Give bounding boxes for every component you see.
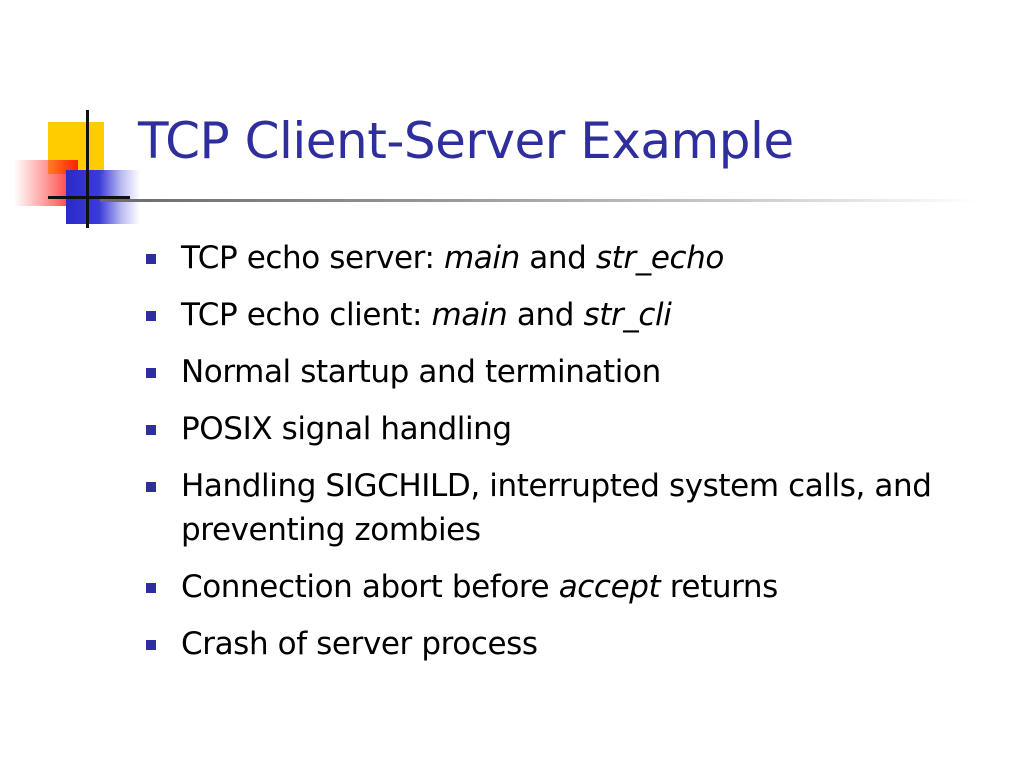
bullet-square-icon <box>146 425 156 435</box>
bullet-square-icon <box>146 311 156 321</box>
slide-title: TCP Client-Server Example <box>138 112 794 170</box>
bullet-text: Normal startup and termination <box>181 354 661 390</box>
bullet-item: TCP echo client: main and str_cli <box>145 293 1005 337</box>
bullet-text-part: TCP echo server: <box>181 240 444 276</box>
bullet-text-part: TCP echo client: <box>181 297 432 333</box>
bullet-item: TCP echo server: main and str_echo <box>145 236 1005 280</box>
logo-vertical-line <box>86 110 89 228</box>
bullet-item: POSIX signal handling <box>145 407 1005 451</box>
bullet-text-part: returns <box>660 569 779 605</box>
bullet-text: Handling SIGCHILD, interrupted system ca… <box>181 468 932 548</box>
bullet-text-part: Connection abort before <box>181 569 559 605</box>
bullet-item: Handling SIGCHILD, interrupted system ca… <box>145 464 1005 552</box>
bullet-text: Connection abort before accept returns <box>181 569 778 605</box>
bullet-text-part: and <box>519 240 596 276</box>
bullet-text-part: main <box>431 297 508 333</box>
bullet-text-part: str_echo <box>595 240 724 276</box>
bullet-text-part: main <box>443 240 520 276</box>
bullet-square-icon <box>146 640 156 650</box>
bullet-item: Crash of server process <box>145 622 1005 666</box>
bullet-item: Connection abort before accept returns <box>145 565 1005 609</box>
bullet-square-icon <box>146 368 156 378</box>
bullet-item: Normal startup and termination <box>145 350 1005 394</box>
bullet-text-part: and <box>507 297 584 333</box>
bullet-square-icon <box>146 254 156 264</box>
logo-horizontal-line <box>48 196 130 199</box>
bullet-text: TCP echo client: main and str_cli <box>181 297 672 333</box>
title-divider <box>100 199 980 202</box>
bullet-square-icon <box>146 482 156 492</box>
logo-squares-icon <box>0 0 160 240</box>
bullet-text: Crash of server process <box>181 626 538 662</box>
bullet-text-part: accept <box>558 569 661 605</box>
bullet-square-icon <box>146 583 156 593</box>
bullet-text: TCP echo server: main and str_echo <box>181 240 724 276</box>
bullet-list: TCP echo server: main and str_echo TCP e… <box>145 236 1005 679</box>
bullet-text: POSIX signal handling <box>181 411 512 447</box>
bullet-text-part: str_cli <box>583 297 672 333</box>
